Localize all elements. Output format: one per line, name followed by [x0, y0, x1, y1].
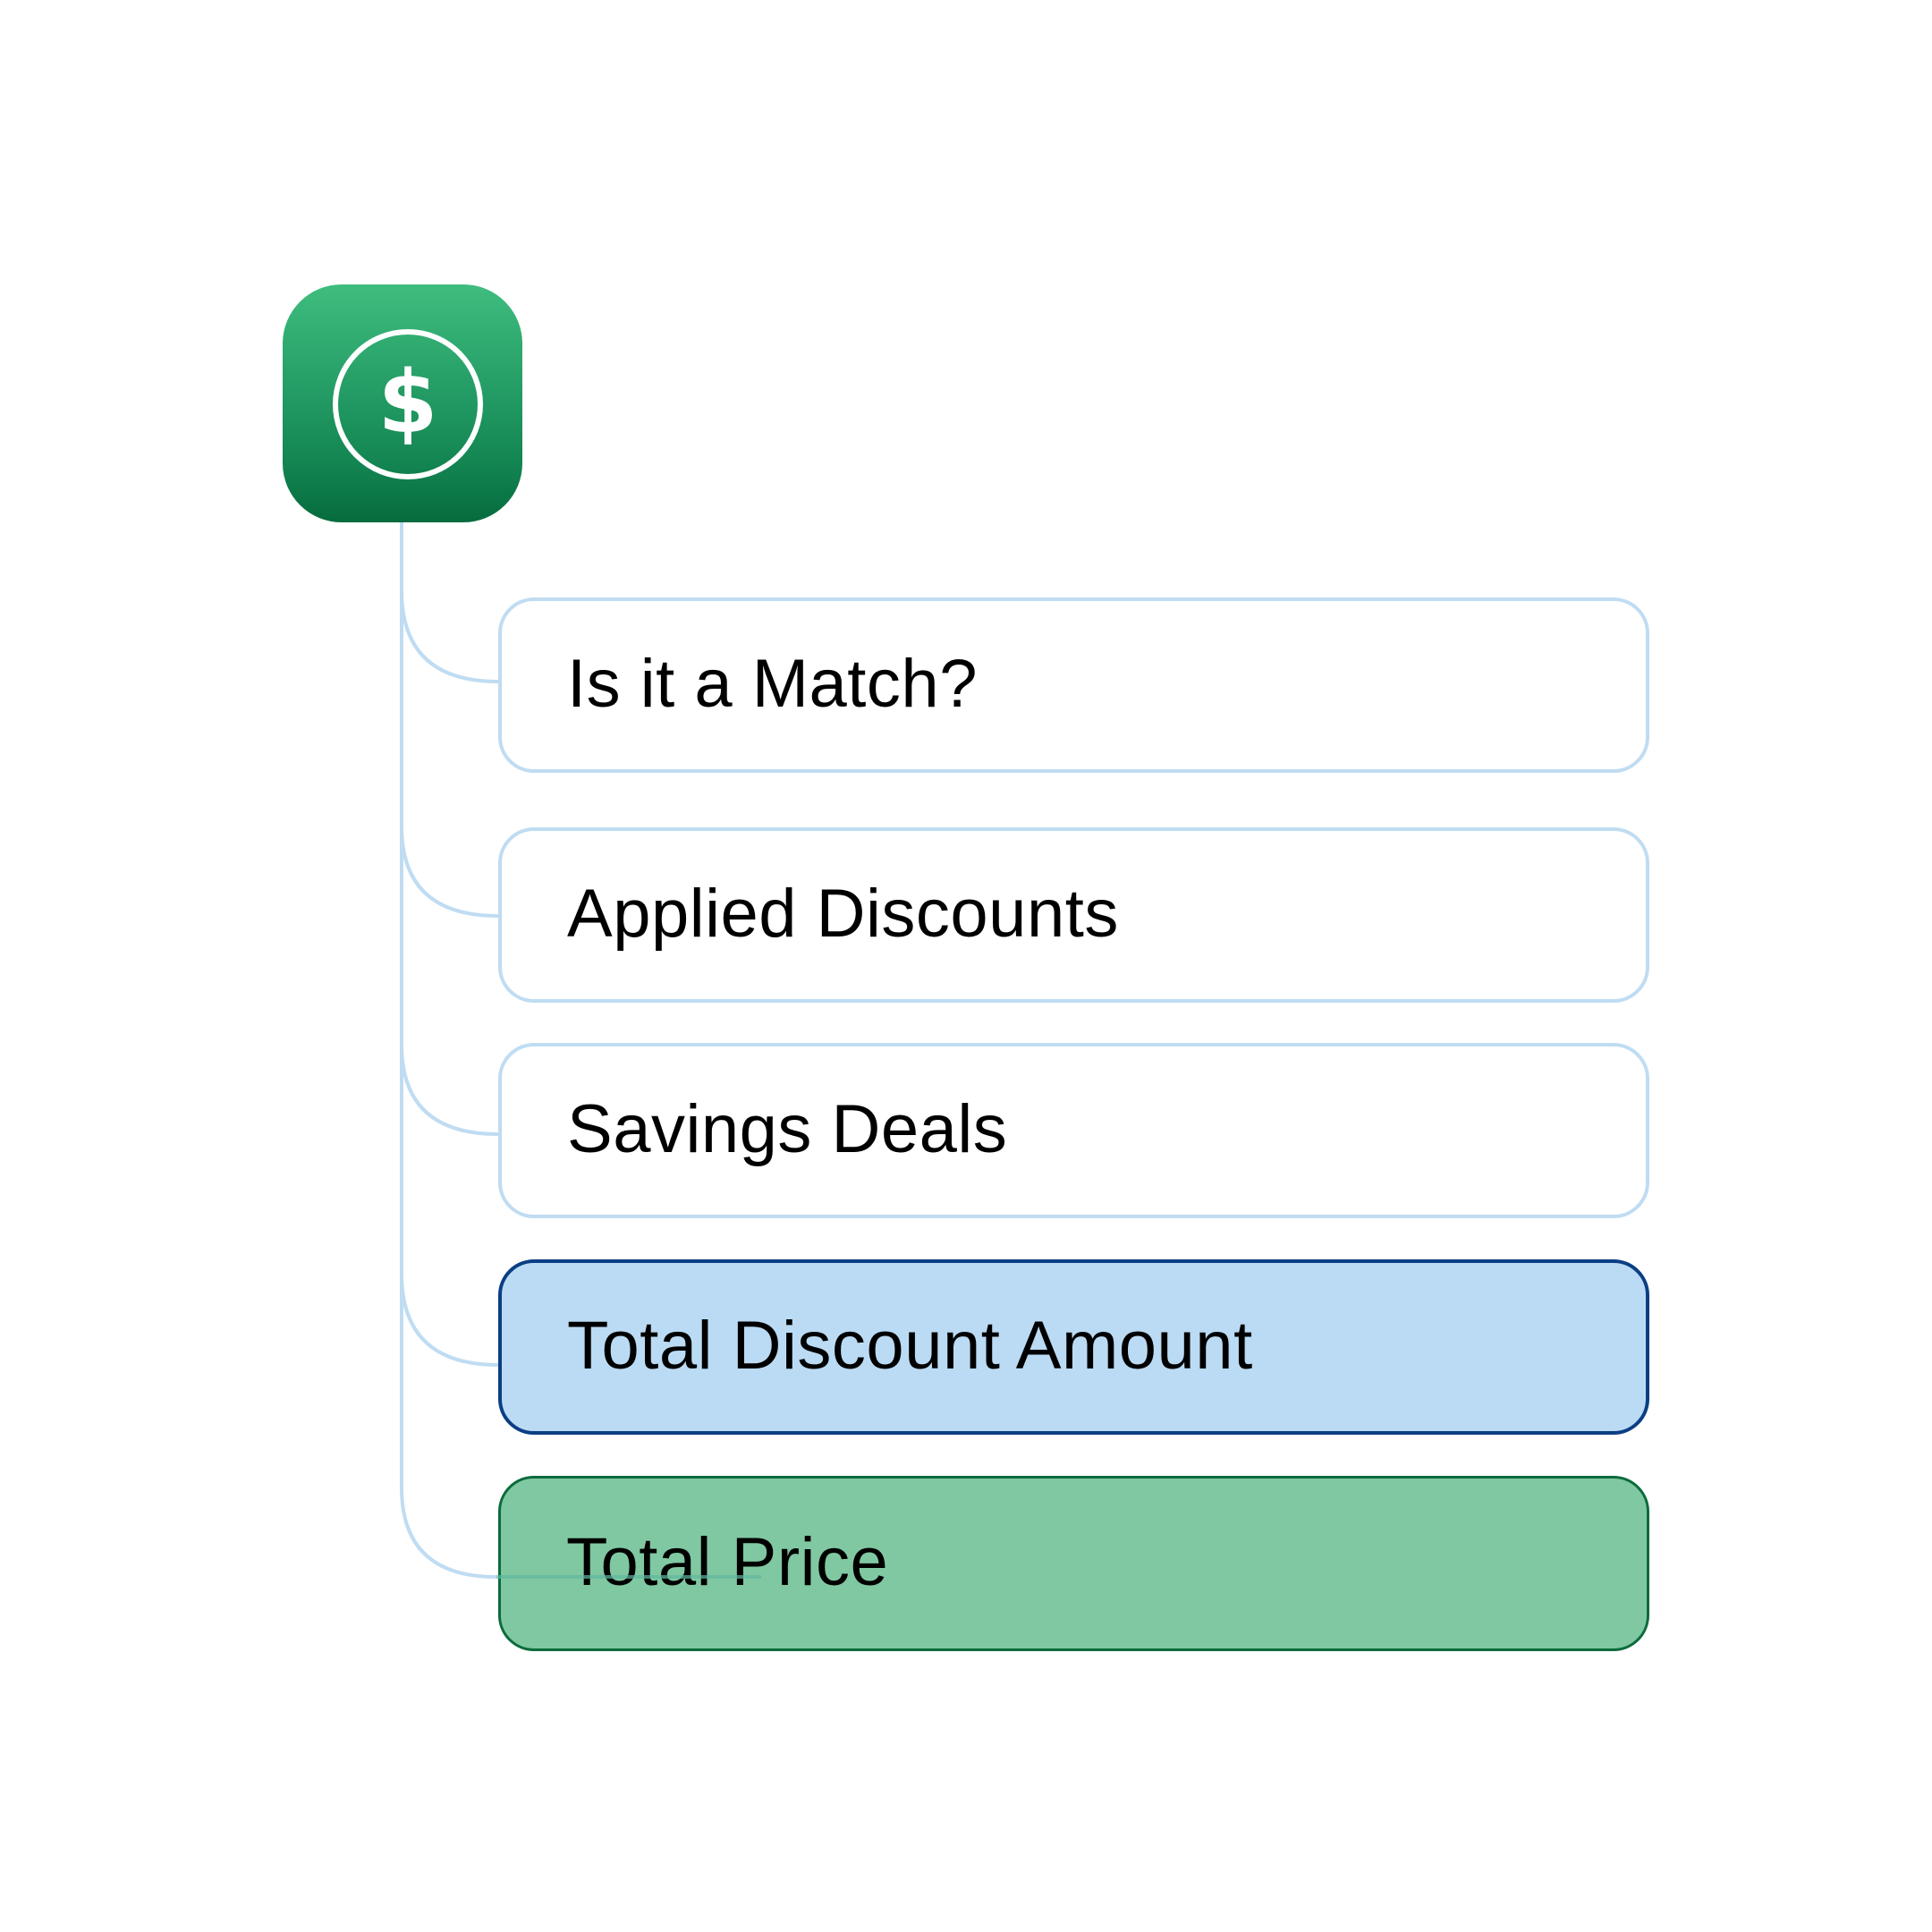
dollar-coin-icon: $	[333, 329, 483, 479]
node-label: Is it a Match?	[567, 645, 978, 722]
branch-connector-3	[400, 1044, 499, 1136]
node-label: Total Discount Amount	[567, 1307, 1253, 1384]
branch-connector-2	[400, 826, 499, 918]
branch-connector-4	[400, 1273, 499, 1367]
dollar-sign-glyph: $	[377, 352, 438, 453]
node-label: Applied Discounts	[567, 875, 1119, 952]
node-savings-deals[interactable]: Savings Deals	[498, 1043, 1649, 1218]
node-applied-discounts[interactable]: Applied Discounts	[498, 827, 1649, 1003]
branch-connector-1	[400, 589, 499, 683]
node-total-price[interactable]: Total Price	[498, 1476, 1649, 1651]
root-dollar-icon-tile: $	[283, 284, 522, 522]
node-total-discount-amount[interactable]: Total Discount Amount	[498, 1259, 1649, 1435]
node-label: Total Price	[566, 1523, 889, 1600]
node-is-it-a-match[interactable]: Is it a Match?	[498, 597, 1649, 773]
node-label: Savings Deals	[567, 1090, 1008, 1167]
trunk-line	[400, 522, 497, 1579]
